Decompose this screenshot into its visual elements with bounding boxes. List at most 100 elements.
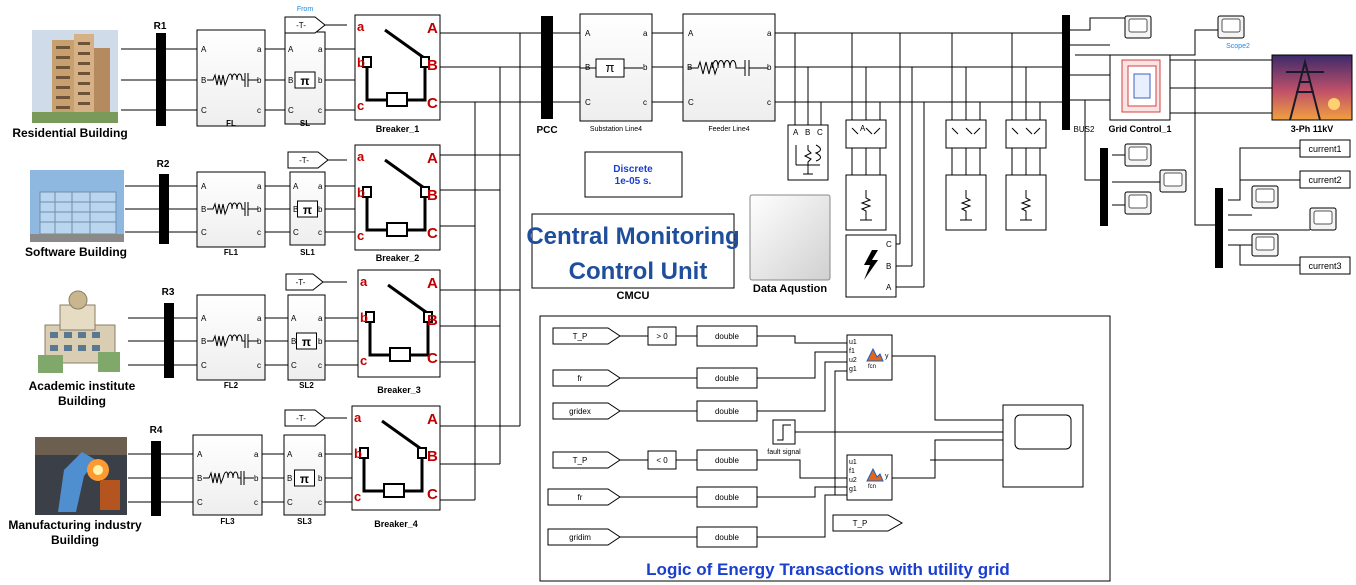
from-tag-3[interactable]: -T-: [285, 273, 324, 291]
grid-control-block[interactable]: [1109, 54, 1171, 121]
substation-line-block[interactable]: π ABC abc: [579, 13, 653, 122]
from-tag-tp-2[interactable]: T_P: [552, 451, 621, 469]
svg-text:-T-: -T-: [296, 414, 306, 423]
fault-block[interactable]: C B A: [845, 234, 897, 298]
current-tag-1[interactable]: current1: [1299, 139, 1351, 158]
breaker-blocks: abcABCBreaker_1abcABCBreaker_2abcABCBrea…: [351, 14, 441, 529]
feeder-line-label: Feeder Line4: [708, 126, 749, 133]
load-switch-3[interactable]: [1005, 119, 1047, 149]
resistive-load-1[interactable]: [845, 174, 887, 231]
svg-text:a: a: [257, 314, 262, 323]
scope-icon[interactable]: [1124, 191, 1152, 215]
svg-text:c: c: [318, 106, 322, 115]
svg-text:A: A: [288, 45, 294, 54]
scope-icon[interactable]: [1217, 15, 1245, 39]
svg-text:c: c: [767, 98, 771, 107]
compare-gt-zero[interactable]: > 0: [647, 326, 677, 346]
svg-text:c: c: [643, 98, 647, 107]
double-block[interactable]: double: [696, 486, 758, 508]
scope-icon[interactable]: [1124, 15, 1152, 39]
from-tag-4[interactable]: -T-: [284, 409, 326, 427]
building-names: Residential Building Software Building A…: [8, 126, 142, 547]
compare-lt-zero[interactable]: < 0: [647, 450, 677, 470]
feeder-line-block[interactable]: ABC abc: [682, 13, 776, 122]
svg-text:double: double: [715, 456, 740, 465]
resistive-load-2[interactable]: [945, 174, 987, 231]
svg-text:a: a: [318, 182, 323, 191]
cmcu-block[interactable]: Central Monitoring Control Unit: [526, 213, 740, 289]
scope-icon[interactable]: [1124, 143, 1152, 167]
svg-text:C: C: [288, 106, 294, 115]
svg-text:y: y: [885, 473, 889, 480]
resistive-load-3[interactable]: [1005, 174, 1047, 231]
load-switch-1[interactable]: A: [845, 119, 887, 149]
from-tag-fr-1[interactable]: fr: [552, 369, 621, 387]
double-block[interactable]: double: [696, 449, 758, 471]
load-switch-2[interactable]: [945, 119, 987, 149]
svg-text:double: double: [715, 407, 740, 416]
powergui-block[interactable]: Discrete 1e-05 s.: [584, 151, 683, 198]
from-tag-gridim[interactable]: gridim: [547, 528, 621, 546]
three-phase-source-image[interactable]: [1271, 54, 1353, 121]
svg-text:double: double: [715, 493, 740, 502]
measurement-bus-bar[interactable]: [1100, 148, 1108, 226]
svg-text:B: B: [427, 312, 438, 329]
data-acquisition-block[interactable]: [749, 194, 831, 281]
bus-bar-r3[interactable]: [164, 303, 174, 378]
bus-bar-r4[interactable]: [151, 441, 161, 516]
from-tag-fr-2[interactable]: fr: [547, 488, 621, 506]
scope-icon[interactable]: [1251, 185, 1279, 209]
bus2-bar[interactable]: [1062, 15, 1070, 130]
from-tag-1[interactable]: -T-: [284, 16, 326, 34]
current-tag-2[interactable]: current2: [1299, 170, 1351, 189]
double-block[interactable]: double: [696, 325, 758, 347]
from-tag-2[interactable]: -T-: [287, 151, 329, 169]
bus-bar-r2[interactable]: [159, 174, 169, 244]
double-block[interactable]: double: [696, 400, 758, 422]
fault-step-block[interactable]: [772, 419, 796, 445]
bus-label-r3: R3: [162, 287, 175, 298]
data-type-conversion-blocks: double double double double double doubl…: [696, 325, 758, 548]
scope-icon[interactable]: [1251, 233, 1279, 257]
scope-icon[interactable]: [1309, 207, 1337, 231]
svg-text:C: C: [201, 228, 207, 237]
pcc-bus-bar[interactable]: [541, 16, 553, 119]
svg-text:T_P: T_P: [853, 519, 868, 528]
double-block[interactable]: double: [696, 367, 758, 389]
bus-bar-r1[interactable]: [156, 33, 166, 126]
current-tag-3[interactable]: current3: [1299, 256, 1351, 275]
svg-text:B: B: [427, 57, 438, 74]
logic-scope[interactable]: [1002, 404, 1084, 488]
double-block[interactable]: double: [696, 526, 758, 548]
svg-text:b: b: [257, 205, 262, 214]
goto-tag-tp[interactable]: T_P: [832, 514, 904, 532]
svg-text:T_P: T_P: [573, 332, 588, 341]
building-name-1: Residential Building: [12, 126, 127, 140]
svg-text:b: b: [318, 337, 323, 346]
svg-text:gridim: gridim: [569, 533, 591, 542]
scope-icon[interactable]: [1159, 169, 1187, 193]
from-tag-tp-1[interactable]: T_P: [552, 327, 621, 345]
svg-text:C: C: [291, 361, 297, 370]
bus-label-r2: R2: [157, 159, 170, 170]
current-bus-bar[interactable]: [1215, 188, 1223, 268]
svg-text:B: B: [201, 205, 206, 214]
from-tag-gridex[interactable]: gridex: [552, 402, 621, 420]
svg-text:a: a: [318, 314, 323, 323]
